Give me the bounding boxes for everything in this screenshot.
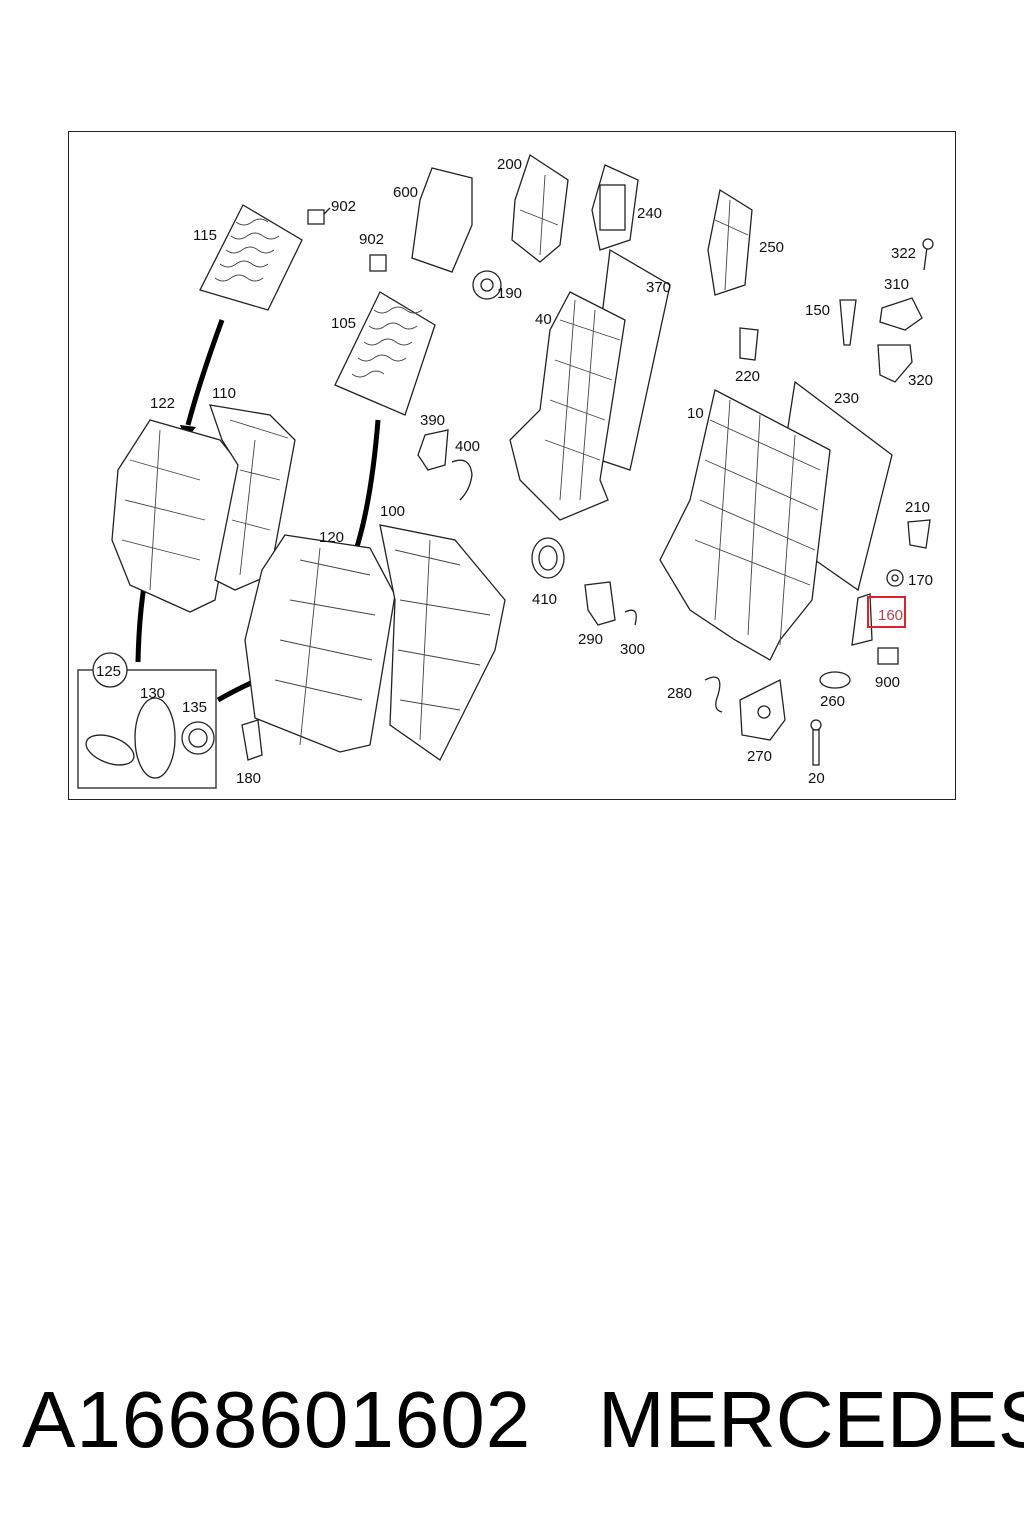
- label-170: 170: [908, 572, 933, 589]
- label-40: 40: [535, 311, 552, 328]
- part-220-clip: [739, 327, 759, 361]
- part-125-inset: [77, 652, 217, 789]
- label-125: 125: [96, 663, 121, 680]
- part-322-bolt: [922, 238, 934, 271]
- label-220: 220: [735, 368, 760, 385]
- label-322: 322: [891, 245, 916, 262]
- label-160: 160: [878, 607, 903, 624]
- part-290-mechanism: [584, 581, 616, 626]
- part-190-ring: [472, 270, 502, 300]
- part-170-nut: [886, 569, 904, 587]
- label-10: 10: [687, 405, 704, 422]
- part-120-backrest-cover: [244, 534, 396, 753]
- part-115-heating-mat: [199, 204, 303, 311]
- part-40-frame: [509, 291, 626, 521]
- label-600: 600: [393, 184, 418, 201]
- part-number: A1668601602: [22, 1375, 532, 1464]
- label-390: 390: [420, 412, 445, 429]
- part-280-cable: [704, 676, 723, 713]
- brand-name: MERCEDES: [598, 1375, 1024, 1464]
- part-150-pin: [839, 299, 857, 346]
- part-270-cover: [739, 679, 786, 741]
- part-390-bracket: [417, 429, 449, 471]
- label-105: 105: [331, 315, 356, 332]
- part-902-clip-a: [307, 207, 331, 225]
- part-902-clip-b: [369, 254, 387, 272]
- part-180-clip: [241, 719, 263, 761]
- label-130: 130: [140, 685, 165, 702]
- label-260: 260: [820, 693, 845, 710]
- label-270: 270: [747, 748, 772, 765]
- part-250-panel: [707, 188, 753, 296]
- callout-labels: 115 902 902 105 600 200 240 250 190 370 …: [96, 156, 933, 787]
- label-902-b: 902: [359, 231, 384, 248]
- label-135: 135: [182, 699, 207, 716]
- part-260-cap: [819, 671, 851, 689]
- label-280: 280: [667, 685, 692, 702]
- part-20-rivet: [810, 719, 822, 766]
- label-310: 310: [884, 276, 909, 293]
- label-190: 190: [497, 285, 522, 302]
- footer: A1668601602 MERCEDES: [0, 1370, 1024, 1470]
- part-10-frame: [659, 389, 831, 661]
- label-370: 370: [646, 279, 671, 296]
- part-300-clip: [624, 609, 637, 626]
- label-902-a: 902: [331, 198, 356, 215]
- label-120: 120: [319, 529, 344, 546]
- label-400: 400: [455, 438, 480, 455]
- label-200: 200: [497, 156, 522, 173]
- part-600-panel: [411, 167, 473, 273]
- label-240: 240: [637, 205, 662, 222]
- label-20: 20: [808, 770, 825, 787]
- label-150: 150: [805, 302, 830, 319]
- label-122: 122: [150, 395, 175, 412]
- label-180: 180: [236, 770, 261, 787]
- label-300: 300: [620, 641, 645, 658]
- part-320-bracket: [877, 344, 913, 383]
- part-122-cushion-cover: [111, 419, 241, 613]
- part-210-clip: [907, 519, 931, 549]
- label-900: 900: [875, 674, 900, 691]
- diagram-frame: [68, 131, 956, 800]
- label-250: 250: [759, 239, 784, 256]
- part-310-cap: [879, 297, 923, 331]
- part-160-highlight: [867, 596, 906, 628]
- part-110-cushion-frame: [209, 404, 296, 591]
- part-900-connector: [877, 647, 899, 665]
- part-105-heating-mat: [334, 291, 436, 416]
- label-210: 210: [905, 499, 930, 516]
- label-115: 115: [193, 227, 217, 244]
- label-410: 410: [532, 591, 557, 608]
- label-230: 230: [834, 390, 859, 407]
- part-400-cable: [451, 459, 473, 501]
- label-100: 100: [380, 503, 405, 520]
- part-240-panel: [591, 164, 639, 251]
- part-200-panel: [511, 153, 569, 263]
- part-100-backrest: [379, 524, 506, 761]
- label-110: 110: [212, 385, 236, 402]
- part-410-reel: [531, 537, 565, 579]
- label-320: 320: [908, 372, 933, 389]
- label-290: 290: [578, 631, 603, 648]
